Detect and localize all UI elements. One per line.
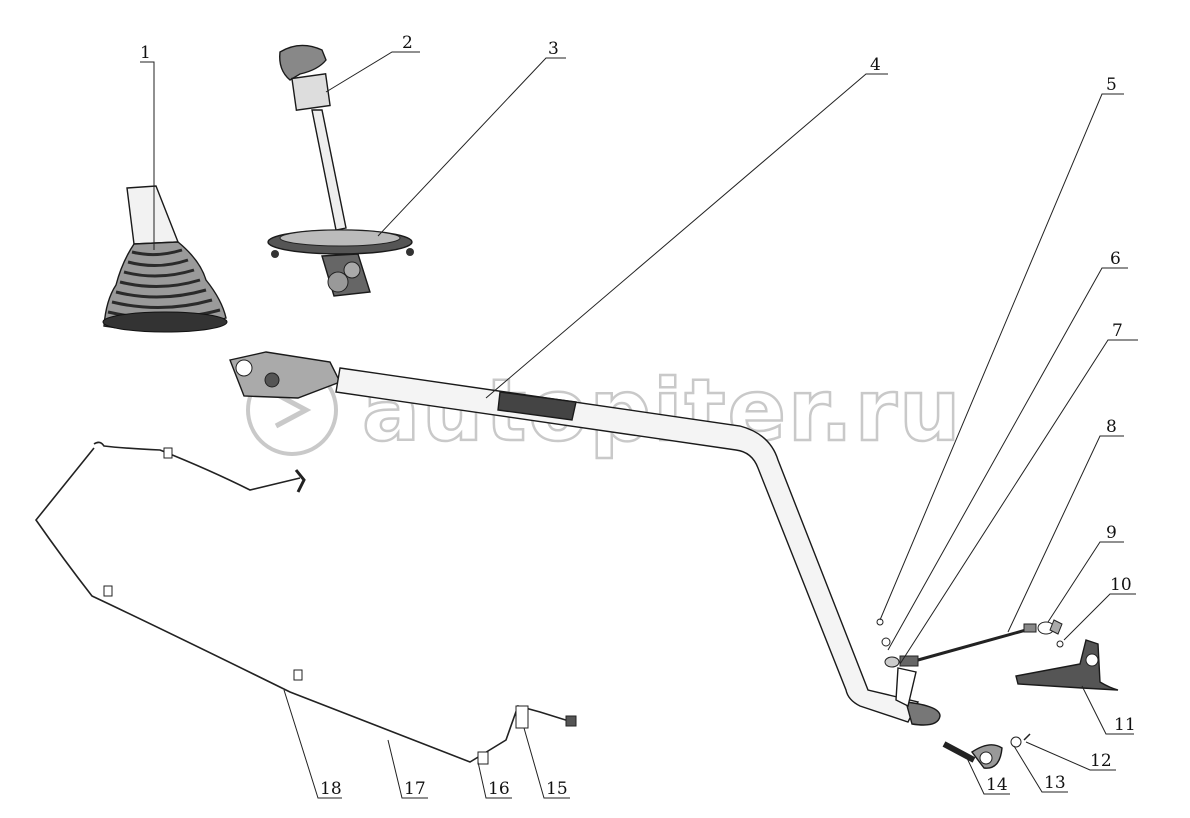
callout-4: 4: [870, 55, 881, 75]
callout-9: 9: [1106, 523, 1117, 543]
callout-leaders: [140, 51, 1138, 799]
part-ball-joint: [942, 733, 1031, 769]
callout-3: 3: [548, 39, 559, 59]
callout-7: 7: [1112, 321, 1123, 341]
callout-12: 12: [1090, 751, 1112, 771]
callout-10: 10: [1110, 575, 1132, 595]
callout-11: 11: [1114, 715, 1136, 735]
watermark-arrow-icon: [274, 391, 312, 429]
callout-13: 13: [1044, 773, 1066, 793]
callout-1: 1: [140, 43, 151, 63]
part-linkage: [876, 618, 1064, 668]
callout-15: 15: [546, 779, 568, 799]
part-cable-harness: [34, 441, 577, 765]
callout-2: 2: [402, 33, 413, 53]
callout-14: 14: [986, 775, 1008, 795]
part-boot: [102, 185, 228, 333]
part-shift-rod: [229, 351, 941, 726]
callout-16: 16: [488, 779, 510, 799]
callout-numbers: 1 2 3 4 5 6 7 8 9 10 11 12 13 14 15 16 1…: [140, 33, 1136, 799]
callout-18: 18: [320, 779, 342, 799]
part-bracket: [1015, 639, 1119, 691]
callout-8: 8: [1106, 417, 1117, 437]
callout-17: 17: [404, 779, 426, 799]
callout-5: 5: [1106, 75, 1117, 95]
watermark: autopiter.ru: [246, 360, 962, 462]
part-gear-lever: [267, 44, 414, 297]
callout-6: 6: [1110, 249, 1121, 269]
watermark-text: autopiter.ru: [362, 361, 962, 461]
